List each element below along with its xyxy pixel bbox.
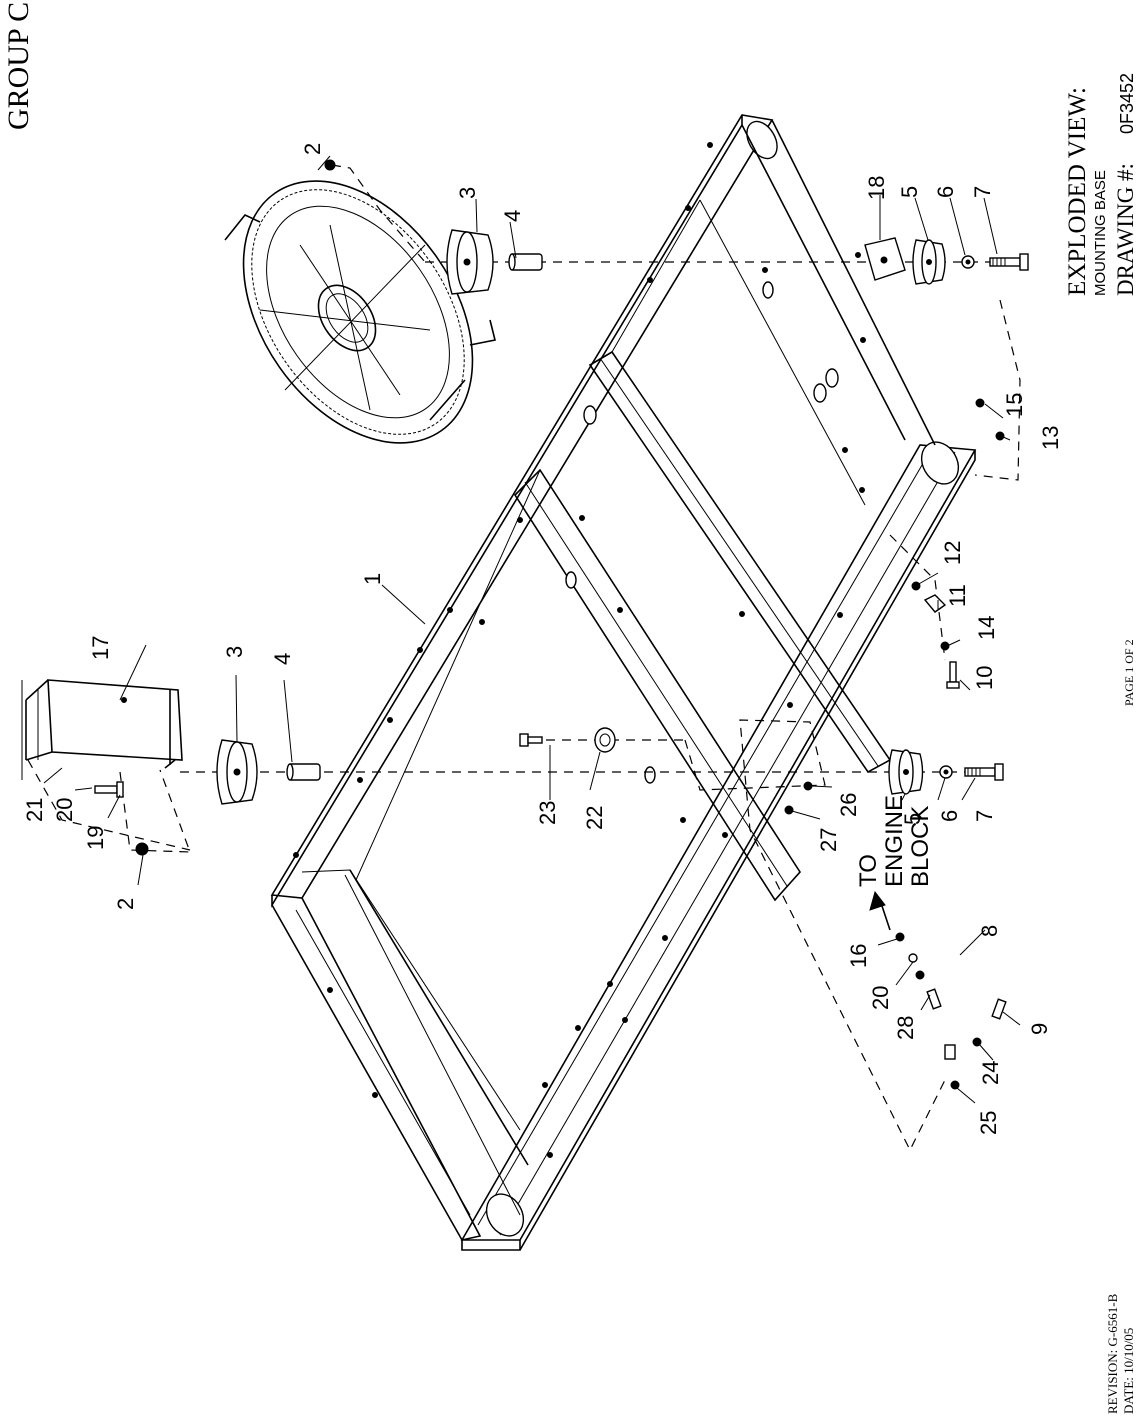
callout-16: 16 [846,944,871,968]
callout-22: 22 [582,806,607,830]
callout-15: 15 [1002,393,1027,417]
page-number: PAGE 1 OF 2 [1122,639,1136,706]
callout-23: 23 [535,801,560,825]
callout-19: 19 [83,826,108,850]
callout-20-top: 20 [52,798,77,822]
clamp-22 [594,727,616,753]
isolator-lower-left [888,749,924,795]
callout-26: 26 [836,793,861,817]
callout-21: 21 [22,798,47,822]
callout-4-bottom: 4 [270,653,295,665]
screw-10 [946,661,960,689]
callouts: 1 2 3 4 18 5 6 7 15 13 12 11 14 10 5 6 7… [22,143,1063,1135]
cross-member-right [588,350,892,774]
callout-13: 13 [1038,426,1063,450]
bolt-lower-left [964,763,1004,781]
callout-7-top: 7 [970,186,995,198]
callout-6-top: 6 [933,186,958,198]
bolt-lower-right [989,253,1029,271]
callout-24: 24 [978,1061,1003,1085]
callout-5-bottom: 5 [900,813,925,825]
mounting-base-frame [270,114,977,1251]
callout-17: 17 [88,636,113,660]
callout-20-bottom: 20 [868,986,893,1010]
view-subtitle: MOUNTING BASE [1092,170,1109,296]
hose-8 [895,932,1007,1090]
screw-23 [519,733,543,747]
date-label: DATE: 10/10/05 [1121,1328,1136,1414]
callout-3-bottom: 3 [222,646,247,658]
callout-6-bottom: 6 [937,810,962,822]
screw-19 [94,781,124,798]
isolator-lower-right [864,237,946,285]
callout-7-bottom: 7 [972,810,997,822]
title-block: EXPLODED VIEW: MOUNTING BASE DRAWING #: … [1064,73,1138,296]
callout-5-top: 5 [897,186,922,198]
callout-11: 11 [945,584,970,607]
callout-12: 12 [940,541,965,565]
isolator-upper-left [216,739,258,805]
callout-4-top: 4 [500,210,525,222]
callout-2-bottom: 2 [113,898,138,910]
revision-label: REVISION: G-6561-B [1105,1293,1120,1414]
callout-28: 28 [893,1016,918,1040]
callout-1: 1 [360,573,385,585]
callout-8: 8 [977,925,1002,937]
support-bracket [21,679,183,780]
callout-14: 14 [974,616,999,640]
drawing-label: DRAWING #: [1113,163,1138,296]
spacer-upper-right [508,253,543,271]
nut-upper-right [324,159,336,171]
group-label: GROUP C [2,2,35,130]
callout-18: 18 [864,176,889,200]
note-line-1: TO [855,854,882,887]
note-line-3: BLOCK [907,806,934,887]
view-title: EXPLODED VIEW: [1064,87,1091,296]
callout-27: 27 [816,828,841,852]
note-line-2: ENGINE [881,795,908,887]
callout-9: 9 [1027,1023,1052,1035]
frame-tube-end-right [920,441,960,485]
callout-2-top: 2 [300,143,325,155]
spacer-upper-left [286,763,321,781]
callout-3-top: 3 [455,187,480,199]
callout-10: 10 [972,666,997,690]
flywheel-housing [224,180,496,444]
drawing-number: 0F3452 [1117,73,1137,134]
cross-member-middle [513,468,802,902]
engine-block-note: TO ENGINE BLOCK [855,795,934,887]
nut-lower-left [135,842,149,856]
callout-25: 25 [976,1111,1001,1135]
isolator-upper-right [446,229,494,295]
